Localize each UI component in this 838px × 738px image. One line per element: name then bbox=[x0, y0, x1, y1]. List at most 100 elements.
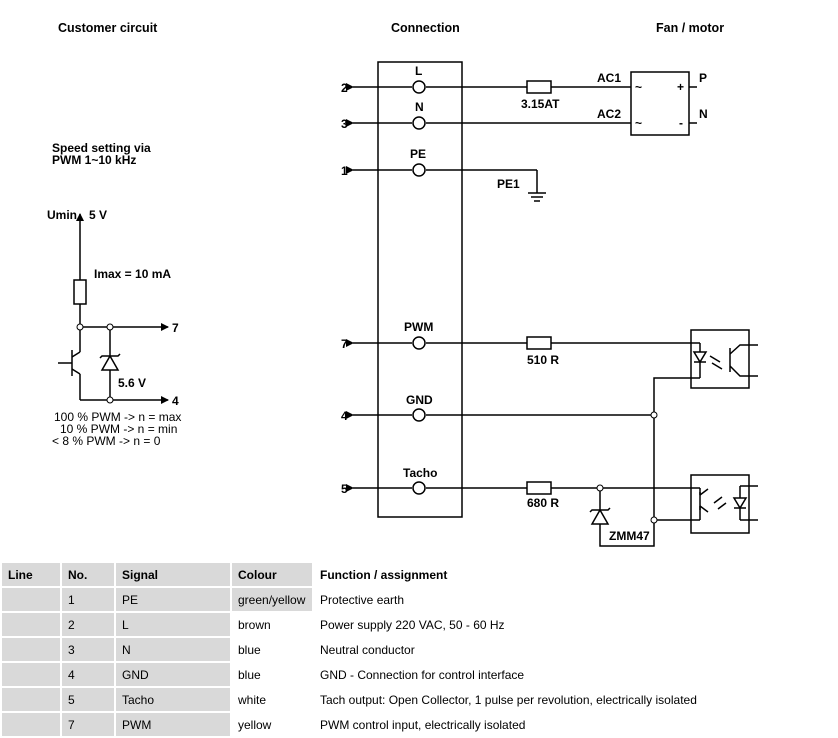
speed-setting-line1: Speed setting via bbox=[52, 141, 151, 155]
cell-function: Protective earth bbox=[314, 588, 836, 611]
cell-no: 3 bbox=[62, 638, 114, 661]
imax-resistor bbox=[73, 279, 87, 305]
line-number-gnd: 4 bbox=[341, 409, 348, 423]
cell-function: Tach output: Open Collector, 1 pulse per… bbox=[314, 688, 836, 711]
terminal-pe bbox=[412, 163, 426, 177]
terminal-l bbox=[412, 80, 426, 94]
col-header-colour: Colour bbox=[232, 563, 312, 586]
ac1-label: AC1 bbox=[597, 71, 621, 85]
cell-signal: Tacho bbox=[116, 688, 230, 711]
pwm-min-note: 10 % PWM -> n = min bbox=[60, 422, 177, 436]
pin-label-pwm: PWM bbox=[404, 320, 433, 334]
cell-no: 5 bbox=[62, 688, 114, 711]
line-number-l: 2 bbox=[341, 81, 348, 95]
pwm-max-note: 100 % PWM -> n = max bbox=[54, 410, 181, 424]
motor-tilde-bottom: ~ bbox=[635, 116, 642, 130]
motor-n-label: N bbox=[699, 107, 708, 121]
table-row: 2 L brown Power supply 220 VAC, 50 - 60 … bbox=[2, 613, 836, 636]
wiring-diagram: Customer circuit Connection Fan / motor bbox=[47, 21, 758, 547]
line-number-pe: 1 bbox=[341, 164, 348, 178]
cell-signal: L bbox=[116, 613, 230, 636]
five-volt-label: 5 V bbox=[89, 208, 107, 222]
output-4-label: 4 bbox=[172, 394, 179, 408]
resistor-pwm bbox=[526, 336, 552, 350]
terminal-gnd bbox=[412, 408, 426, 422]
cell-colour: yellow bbox=[232, 713, 312, 736]
pin-label-tacho: Tacho bbox=[403, 466, 437, 480]
resistor-pwm-label: 510 R bbox=[527, 353, 559, 367]
table-row: 4 GND blue GND - Connection for control … bbox=[2, 663, 836, 686]
optocoupler-pwm-icon bbox=[690, 329, 758, 389]
table-row: 3 N blue Neutral conductor bbox=[2, 638, 836, 661]
pwm-zero-note: < 8 % PWM -> n = 0 bbox=[52, 434, 161, 448]
cell-no: 7 bbox=[62, 713, 114, 736]
cell-line bbox=[2, 688, 60, 711]
cell-line bbox=[2, 713, 60, 736]
cell-colour: brown bbox=[232, 613, 312, 636]
table-row: 1 PE green/yellow Protective earth bbox=[2, 588, 836, 611]
cell-line bbox=[2, 638, 60, 661]
cell-colour: white bbox=[232, 688, 312, 711]
ground-icon bbox=[528, 192, 546, 202]
line-number-tacho: 5 bbox=[341, 482, 348, 496]
pin-label-gnd: GND bbox=[406, 393, 433, 407]
cell-colour: blue bbox=[232, 663, 312, 686]
cell-signal: PE bbox=[116, 588, 230, 611]
output-7-label: 7 bbox=[172, 321, 179, 335]
cell-no: 4 bbox=[62, 663, 114, 686]
zener-5v6-icon bbox=[99, 353, 121, 371]
terminal-pwm bbox=[412, 336, 426, 350]
imax-label: Imax = 10 mA bbox=[94, 267, 171, 281]
cell-signal: PWM bbox=[116, 713, 230, 736]
transistor-icon bbox=[58, 350, 81, 376]
header-customer-circuit: Customer circuit bbox=[58, 21, 158, 35]
terminal-tacho bbox=[412, 481, 426, 495]
table-header-row: Line No. Signal Colour Function / assign… bbox=[2, 563, 836, 586]
header-fan-motor: Fan / motor bbox=[656, 21, 724, 35]
motor-p-label: P bbox=[699, 71, 707, 85]
cell-colour: blue bbox=[232, 638, 312, 661]
cell-colour: green/yellow bbox=[232, 588, 312, 611]
cell-function: Power supply 220 VAC, 50 - 60 Hz bbox=[314, 613, 836, 636]
cell-line bbox=[2, 663, 60, 686]
pin-label-n: N bbox=[415, 100, 424, 114]
cell-function: Neutral conductor bbox=[314, 638, 836, 661]
table-row: 7 PWM yellow PWM control input, electric… bbox=[2, 713, 836, 736]
fuse-label: 3.15AT bbox=[521, 97, 560, 111]
resistor-tacho bbox=[526, 481, 552, 495]
zener-zmm47-label: ZMM47 bbox=[609, 529, 650, 543]
resistor-tacho-label: 680 R bbox=[527, 496, 559, 510]
speed-setting-line2: PWM 1~10 kHz bbox=[52, 153, 136, 167]
cell-no: 1 bbox=[62, 588, 114, 611]
umin-label: Umin bbox=[47, 208, 77, 222]
motor-plus: + bbox=[677, 80, 684, 94]
fan-motor-box bbox=[630, 71, 690, 136]
cell-function: PWM control input, electrically isolated bbox=[314, 713, 836, 736]
header-connection: Connection bbox=[391, 21, 460, 35]
cell-line bbox=[2, 613, 60, 636]
col-header-signal: Signal bbox=[116, 563, 230, 586]
cell-no: 2 bbox=[62, 613, 114, 636]
col-header-function: Function / assignment bbox=[314, 563, 836, 586]
pin-label-l: L bbox=[415, 64, 422, 78]
terminal-n bbox=[412, 116, 426, 130]
table-row: 5 Tacho white Tach output: Open Collecto… bbox=[2, 688, 836, 711]
connector-block bbox=[377, 61, 463, 518]
cell-line bbox=[2, 588, 60, 611]
zener-diode-icon bbox=[589, 507, 611, 525]
zener-5v6-label: 5.6 V bbox=[118, 376, 146, 390]
line-number-n: 3 bbox=[341, 117, 348, 131]
cell-function: GND - Connection for control interface bbox=[314, 663, 836, 686]
pin-assignment-table: Line No. Signal Colour Function / assign… bbox=[0, 561, 838, 738]
cell-signal: N bbox=[116, 638, 230, 661]
cell-signal: GND bbox=[116, 663, 230, 686]
motor-tilde-top: ~ bbox=[635, 80, 642, 94]
fuse bbox=[526, 80, 552, 94]
pe1-label: PE1 bbox=[497, 177, 520, 191]
col-header-line: Line bbox=[2, 563, 60, 586]
ac2-label: AC2 bbox=[597, 107, 621, 121]
line-number-pwm: 7 bbox=[341, 337, 348, 351]
motor-minus: - bbox=[679, 116, 683, 130]
optocoupler-tacho-icon bbox=[690, 474, 758, 534]
pin-label-pe: PE bbox=[410, 147, 426, 161]
